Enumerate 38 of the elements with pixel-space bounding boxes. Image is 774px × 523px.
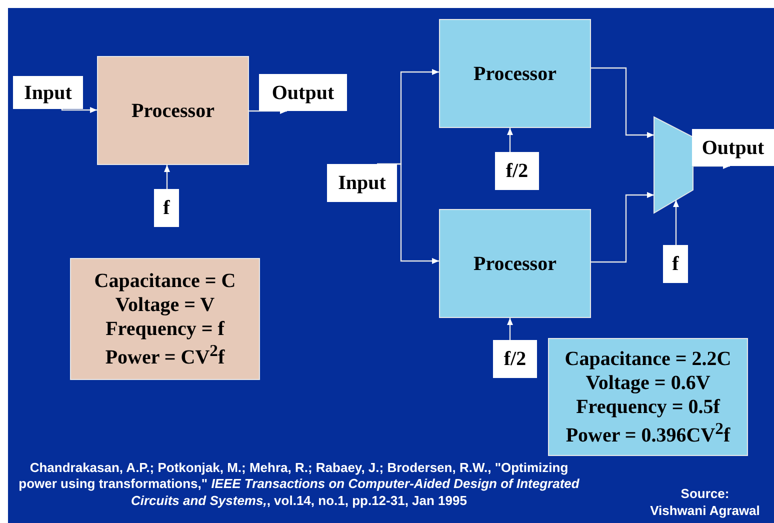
arrow (673, 200, 679, 245)
parameter-text: Power = 0.396CV$^{2}$f (566, 418, 730, 448)
parameter-text: Frequency = f (106, 316, 224, 341)
parameter-box (70, 258, 260, 380)
frequency-label: f/2 (493, 340, 537, 378)
arrow (507, 318, 513, 340)
frequency-label: f (663, 245, 688, 283)
processor-box (439, 209, 591, 318)
arrow (164, 165, 170, 189)
arrow (591, 67, 654, 138)
source-text: Source: (680, 486, 730, 502)
arrow (693, 163, 731, 169)
processor-box (97, 56, 249, 165)
citation-text: Chandrakasan, A.P.; Potkonjak, M.; Mehra, R.; Rabaey, J.; Brodersen, R.W., "Optimizing power using transformations," IEEE Transactions on Computer-Aided Design of Integrated Circuits and Systems,, vol.14, no.1, pp.12-31, Jan 1995 (18, 460, 580, 509)
arrow (249, 108, 288, 114)
arrow (591, 192, 654, 263)
arrow (377, 163, 439, 264)
output-label: Output (259, 74, 347, 111)
arrow (61, 107, 97, 113)
parameter-text: Frequency = 0.5f (576, 394, 720, 419)
parameter-text: Voltage = 0.6V (586, 370, 710, 395)
processor-text: Processor (474, 62, 556, 86)
parameter-box (548, 338, 748, 456)
author-name: Vishwani Agrawal (649, 503, 761, 520)
parameter-text: Voltage = V (115, 292, 215, 317)
processor-text: Processor (132, 98, 214, 122)
multiplexer-shape (654, 117, 693, 213)
processor-box (439, 19, 591, 128)
parameter-text: Power = CV$^{2}$f (105, 340, 225, 370)
frequency-label: f (154, 189, 179, 227)
parameter-text: Capacitance = C (94, 268, 236, 293)
parameter-text: Capacitance = 2.2C (564, 346, 732, 371)
input-label: Input (327, 164, 397, 202)
processor-text: Processor (474, 252, 556, 276)
output-label: Output (692, 129, 774, 166)
frequency-label: f/2 (495, 152, 539, 190)
input-label: Input (13, 76, 83, 109)
arrow (507, 128, 513, 152)
